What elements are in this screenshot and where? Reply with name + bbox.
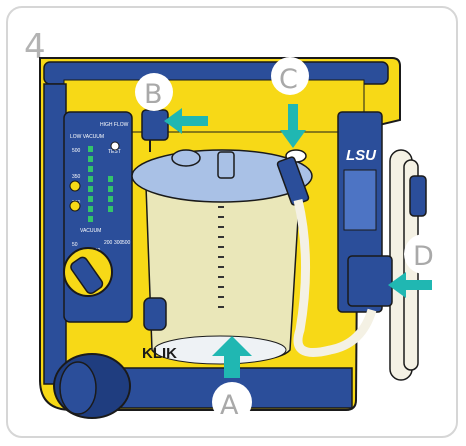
gauge-tick-1: 50 — [72, 242, 78, 248]
bracket-d — [348, 256, 392, 306]
scale-tick-1: 500 — [72, 148, 81, 154]
low-vacuum-label: LOW VACUUM — [70, 134, 104, 140]
lid-port-center — [218, 152, 234, 178]
vacuum-label: VACUUM — [80, 228, 101, 234]
klik-label: KLIK — [142, 345, 177, 362]
scale-tick-2: 350 — [72, 174, 81, 180]
lid-port-left — [172, 150, 200, 166]
callout-a: A — [220, 390, 239, 421]
high-flow-label: HIGH FLOW — [100, 122, 129, 128]
vacuum-elbow-b — [142, 110, 168, 140]
canister-latch — [144, 298, 166, 330]
brand-logo: LSU — [346, 147, 377, 164]
control-button-1[interactable] — [70, 181, 80, 191]
instruction-panel — [344, 170, 376, 230]
callout-d: D — [413, 241, 434, 272]
callout-b: B — [144, 79, 163, 110]
control-button-2[interactable] — [70, 201, 80, 211]
left-side-panel — [44, 84, 66, 384]
test-button[interactable] — [111, 142, 119, 150]
gauge-tick-5: 500 — [122, 240, 131, 246]
callout-c: C — [279, 64, 298, 95]
gauge-tick-3: 200 — [104, 240, 113, 246]
wheel-cap — [60, 362, 96, 414]
tube-connector — [410, 176, 426, 216]
